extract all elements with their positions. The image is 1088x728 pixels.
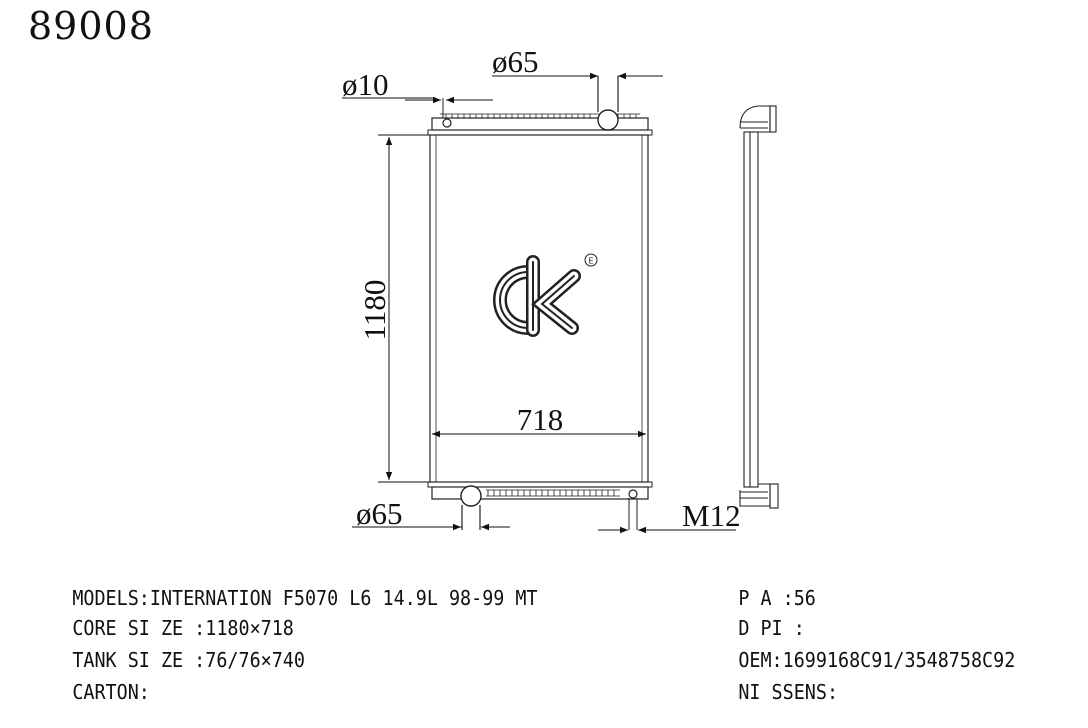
outlet-pipe [461, 505, 481, 530]
tank-size-value: 76/76×740 [205, 648, 305, 672]
models-label: MODELS: [72, 586, 150, 610]
dpi-label: D PI : [738, 616, 805, 640]
core-size-value: 1180×718 [205, 616, 294, 640]
radiator-drawing: ø65 ø10 1180 718 ø65 M12 E [342, 44, 779, 534]
carton-label: CARTON: [72, 680, 150, 704]
bottom-tank-ribs [487, 490, 615, 496]
dim-inlet-diameter: ø65 [492, 44, 539, 79]
pa-label: P A : [738, 586, 794, 610]
dim-outlet-diameter: ø65 [356, 496, 403, 531]
nissens-label: NI SSENS: [738, 680, 839, 704]
dim-core-width: 718 [517, 402, 564, 437]
spec-oem: OEM:1699168C91/3548758C92 [694, 624, 1015, 696]
core-size-label: CORE SI ZE : [72, 616, 206, 640]
tank-size-label: TANK SI ZE : [72, 648, 206, 672]
side-view [739, 105, 779, 509]
part-number: 89008 [28, 4, 154, 48]
drawing-sheet: 89008 [28, 4, 1015, 704]
registered-mark-letter: E [588, 257, 593, 266]
spec-models: MODELS:INTERNATION F5070 L6 14.9L 98-99 … [28, 562, 538, 634]
oem-label: OEM: [738, 648, 783, 672]
dim-thread: M12 [682, 498, 741, 533]
spec-tank-size: TANK SI ZE :76/76×740 [28, 624, 305, 696]
top-tank-ribs [445, 114, 637, 118]
models-value: INTERNATION F5070 L6 14.9L 98-99 MT [149, 586, 538, 610]
pa-value: 56 [793, 586, 816, 610]
spec-pa: P A :56 [694, 562, 816, 634]
spec-nissens: NI SSENS: [694, 656, 838, 728]
oem-value: 1699168C91/3548758C92 [782, 648, 1016, 672]
spec-dpi: D PI : [694, 592, 805, 664]
bottom-tank [431, 486, 649, 500]
dim-core-height: 1180 [357, 280, 392, 341]
spec-core-size: CORE SI ZE :1180×718 [28, 592, 294, 664]
m12-bolt [628, 489, 638, 499]
inlet-pipe [597, 76, 619, 112]
ck-logo [493, 253, 598, 337]
spec-carton: CARTON: [28, 656, 150, 728]
drain-plug [442, 118, 452, 128]
dim-drain-diameter: ø10 [342, 67, 389, 102]
dimension-lines [342, 72, 736, 534]
registered-mark [584, 253, 598, 267]
front-view [427, 76, 653, 530]
